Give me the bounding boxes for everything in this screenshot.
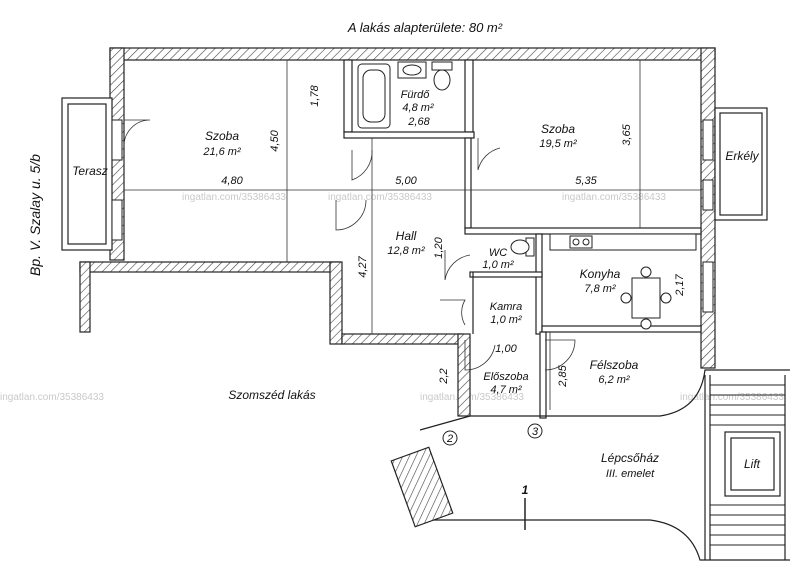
watermark-2: ingatlan.com/35386433	[328, 192, 432, 203]
watermark-1: ingatlan.com/35386433	[182, 192, 286, 203]
interior-walls	[343, 59, 702, 419]
terrace-label: Terasz	[72, 164, 108, 178]
dim-2-68: 2,68	[407, 116, 430, 128]
watermark-6: ingatlan.com/35386433	[680, 392, 784, 403]
lepcsohaz-name: Lépcsőház	[601, 451, 659, 465]
watermark-3: ingatlan.com/35386433	[562, 192, 666, 203]
bathtub-icon	[357, 63, 391, 129]
kamra-area: 1,0 m²	[490, 314, 522, 326]
street-label: Bp. V. Szalay u. 5/b	[27, 154, 43, 276]
furdo-area: 4,8 m²	[402, 102, 434, 114]
dim-2-2: 2,2	[438, 368, 450, 384]
felszoba-area: 6,2 m²	[598, 374, 630, 386]
dim-4-80: 4,80	[221, 175, 243, 187]
dining-table-icon	[620, 266, 672, 330]
neighbor-label: Szomszéd lakás	[228, 388, 315, 402]
szoba-left-area: 21,6 m²	[202, 146, 241, 158]
marker-3: 3	[527, 423, 543, 439]
svg-text:1: 1	[522, 483, 529, 497]
svg-text:3: 3	[532, 426, 539, 438]
dim-5-35: 5,35	[575, 175, 597, 187]
room-lines	[124, 60, 701, 410]
terrace	[61, 97, 113, 251]
szoba-right-area: 19,5 m²	[539, 138, 577, 150]
lift-label: Lift	[744, 457, 761, 471]
staircase	[390, 369, 790, 561]
watermark-5: ingatlan.com/35386433	[420, 392, 524, 403]
balcony-label: Erkély	[725, 149, 759, 163]
szoba-left-name: Szoba	[205, 129, 239, 143]
dim-2-85: 2,85	[557, 364, 569, 387]
dim-4-50: 4,50	[269, 129, 281, 151]
dim-4-27: 4,27	[357, 255, 369, 277]
konyha-name: Konyha	[580, 267, 621, 281]
plan-title: A lakás alapterülete: 80 m²	[347, 20, 503, 35]
watermark-4: ingatlan.com/35386433	[0, 392, 104, 403]
dim-3-65: 3,65	[621, 123, 633, 145]
dim-1-78: 1,78	[309, 84, 321, 106]
sink-icon	[397, 61, 427, 79]
wc-name: WC	[489, 247, 507, 259]
eloszoba-name: Előszoba	[483, 371, 528, 383]
furdo-name: Fürdő	[401, 89, 431, 101]
lepcsohaz-floor: III. emelet	[606, 468, 655, 480]
dim-1-00: 1,00	[495, 343, 517, 355]
wc-toilet-icon	[510, 237, 535, 257]
hall-area: 12,8 m²	[387, 245, 425, 257]
hall-name: Hall	[396, 229, 417, 243]
eloszoba-area: 4,7 m²	[490, 384, 522, 396]
balcony	[714, 107, 768, 221]
marker-1: 1	[522, 483, 529, 530]
svg-text:2: 2	[446, 433, 453, 445]
dim-5-00: 5,00	[395, 175, 417, 187]
kamra-name: Kamra	[490, 301, 522, 313]
konyha-area: 7,8 m²	[584, 283, 616, 295]
kitchen-counter	[549, 233, 697, 251]
marker-2: 2	[442, 430, 458, 446]
lift-shaft	[724, 431, 781, 497]
wc-area: 1,0 m²	[482, 259, 514, 271]
door-swings	[123, 119, 576, 371]
dim-2-17: 2,17	[674, 273, 686, 296]
windows	[111, 119, 714, 313]
stair-steps	[710, 384, 785, 546]
szoba-right-name: Szoba	[541, 122, 575, 136]
felszoba-name: Félszoba	[590, 358, 639, 372]
toilet-icon	[431, 61, 453, 91]
dim-1-20: 1,20	[433, 236, 445, 258]
